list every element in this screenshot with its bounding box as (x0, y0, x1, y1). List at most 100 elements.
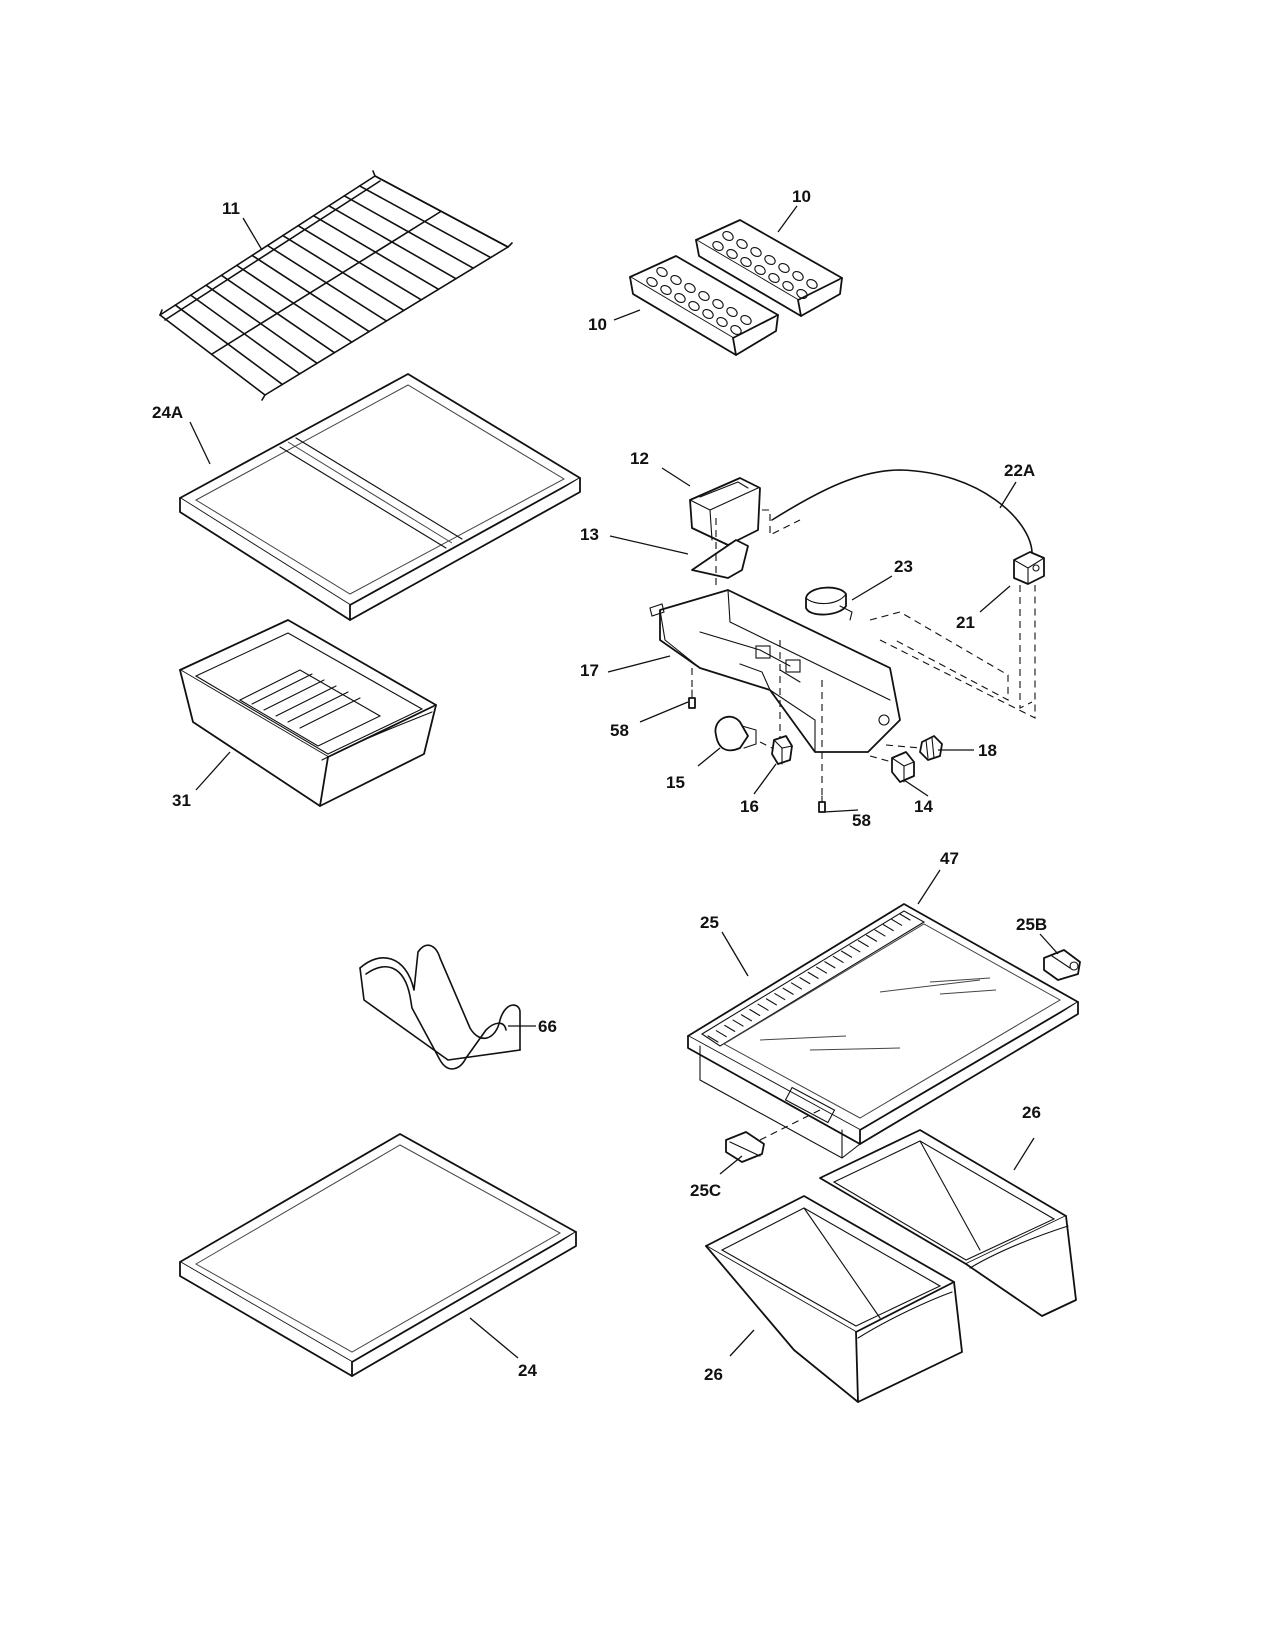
tray-cell (740, 315, 752, 325)
tray-cell (782, 281, 794, 291)
tray-cell (722, 231, 734, 241)
decor-line (841, 950, 853, 958)
tray-cell (750, 247, 762, 257)
screw-58-left[interactable] (688, 689, 696, 709)
thermostat-21[interactable] (1013, 551, 1045, 585)
clip-25B[interactable] (1043, 949, 1081, 981)
wine-rack-66[interactable] (359, 944, 521, 1070)
decor-line (790, 982, 803, 990)
label-17: 17 (580, 661, 599, 680)
decor-line (866, 934, 878, 942)
label-21: 21 (956, 613, 975, 632)
crisper-cover-25[interactable] (687, 903, 1079, 1159)
decor-line (857, 939, 869, 948)
tray-cell (670, 275, 682, 285)
tray-cell (740, 257, 752, 267)
switch-23[interactable] (805, 586, 853, 621)
decor-line (220, 274, 336, 354)
decor-line (891, 918, 903, 926)
label-24A: 24A (152, 403, 183, 422)
decor-line (899, 913, 911, 921)
glass-shelf-24A[interactable] (179, 373, 581, 621)
label-12: 12 (630, 449, 649, 468)
label-24: 24 (518, 1361, 537, 1380)
tray-cell (736, 239, 748, 249)
decor-line (882, 924, 894, 932)
decor-line (211, 211, 441, 355)
tray-cell (792, 271, 804, 281)
tray-cell (778, 263, 790, 273)
tray-cell (646, 277, 658, 287)
light-housing-17[interactable] (649, 589, 901, 753)
decor-line (707, 1035, 719, 1043)
tray-cell (796, 289, 808, 299)
tray-cell (726, 249, 738, 259)
decor-line (374, 175, 509, 248)
leader-lines (189, 205, 1059, 1359)
label-23: 23 (894, 557, 913, 576)
light-socket-16[interactable] (771, 735, 793, 765)
decor-line (849, 945, 861, 953)
tray-cell (730, 325, 742, 335)
label-16: 16 (740, 797, 759, 816)
tray-cell (674, 293, 686, 303)
decor-line (740, 1014, 752, 1022)
tray-cell (660, 285, 672, 295)
decor-line (774, 993, 786, 1001)
decor-line (824, 961, 836, 969)
tray-cell (768, 273, 780, 283)
tray-cell (698, 291, 710, 301)
label-26-rear: 26 (1022, 1103, 1041, 1122)
label-66: 66 (538, 1017, 557, 1036)
decor-line (715, 1030, 727, 1038)
decor-line (807, 971, 819, 979)
light-switch-14[interactable] (891, 751, 915, 783)
decor-line (782, 987, 794, 995)
ice-tray-10-front[interactable] (629, 255, 779, 356)
label-25: 25 (700, 913, 719, 932)
label-10-front: 10 (588, 315, 607, 334)
label-58-right: 58 (852, 811, 871, 830)
decor-line (765, 998, 777, 1006)
tray-cell (726, 307, 738, 317)
decor-line (174, 304, 284, 386)
tray-cell (712, 299, 724, 309)
label-25C: 25C (690, 1181, 721, 1200)
wire-shelf-11[interactable] (159, 170, 513, 401)
screw-58-right[interactable] (818, 795, 826, 813)
label-22A: 22A (1004, 461, 1035, 480)
light-shield-12[interactable] (689, 477, 761, 546)
crisper-drawer-26-front[interactable] (705, 1195, 963, 1403)
control-knob-18[interactable] (919, 735, 943, 761)
tray-cell (656, 267, 668, 277)
glass-shelf-24[interactable] (179, 1133, 577, 1377)
decor-line (235, 264, 353, 343)
label-14: 14 (914, 797, 933, 816)
label-31: 31 (172, 791, 191, 810)
label-18: 18 (978, 741, 997, 760)
bracket-13[interactable] (691, 539, 749, 579)
crisper-drawer-26-rear[interactable] (819, 1129, 1077, 1317)
decor-line (799, 977, 811, 985)
slide-25C[interactable] (725, 1131, 765, 1163)
glass-insert-47[interactable] (722, 923, 1062, 1119)
decor-line (732, 1019, 744, 1027)
decor-line (724, 1024, 736, 1032)
ice-tray-10-rear[interactable] (695, 219, 843, 317)
callout-labels: 11 10 10 24A 12 22A 13 23 21 17 58 18 15… (152, 187, 1047, 1384)
label-15: 15 (666, 773, 685, 792)
light-bulb-15[interactable] (714, 715, 757, 752)
crisper-drawer-31[interactable] (179, 619, 437, 807)
capillary-tube-22A[interactable] (771, 469, 1033, 553)
label-13: 13 (580, 525, 599, 544)
decor-line (757, 1003, 769, 1011)
tray-cell (764, 255, 776, 265)
light-housing-assembly (649, 469, 1045, 813)
decor-line (205, 284, 318, 365)
decor-line (749, 1008, 761, 1017)
label-11: 11 (222, 199, 240, 218)
decor-line (832, 955, 844, 963)
label-58-left: 58 (610, 721, 629, 740)
label-10-rear: 10 (792, 187, 811, 206)
